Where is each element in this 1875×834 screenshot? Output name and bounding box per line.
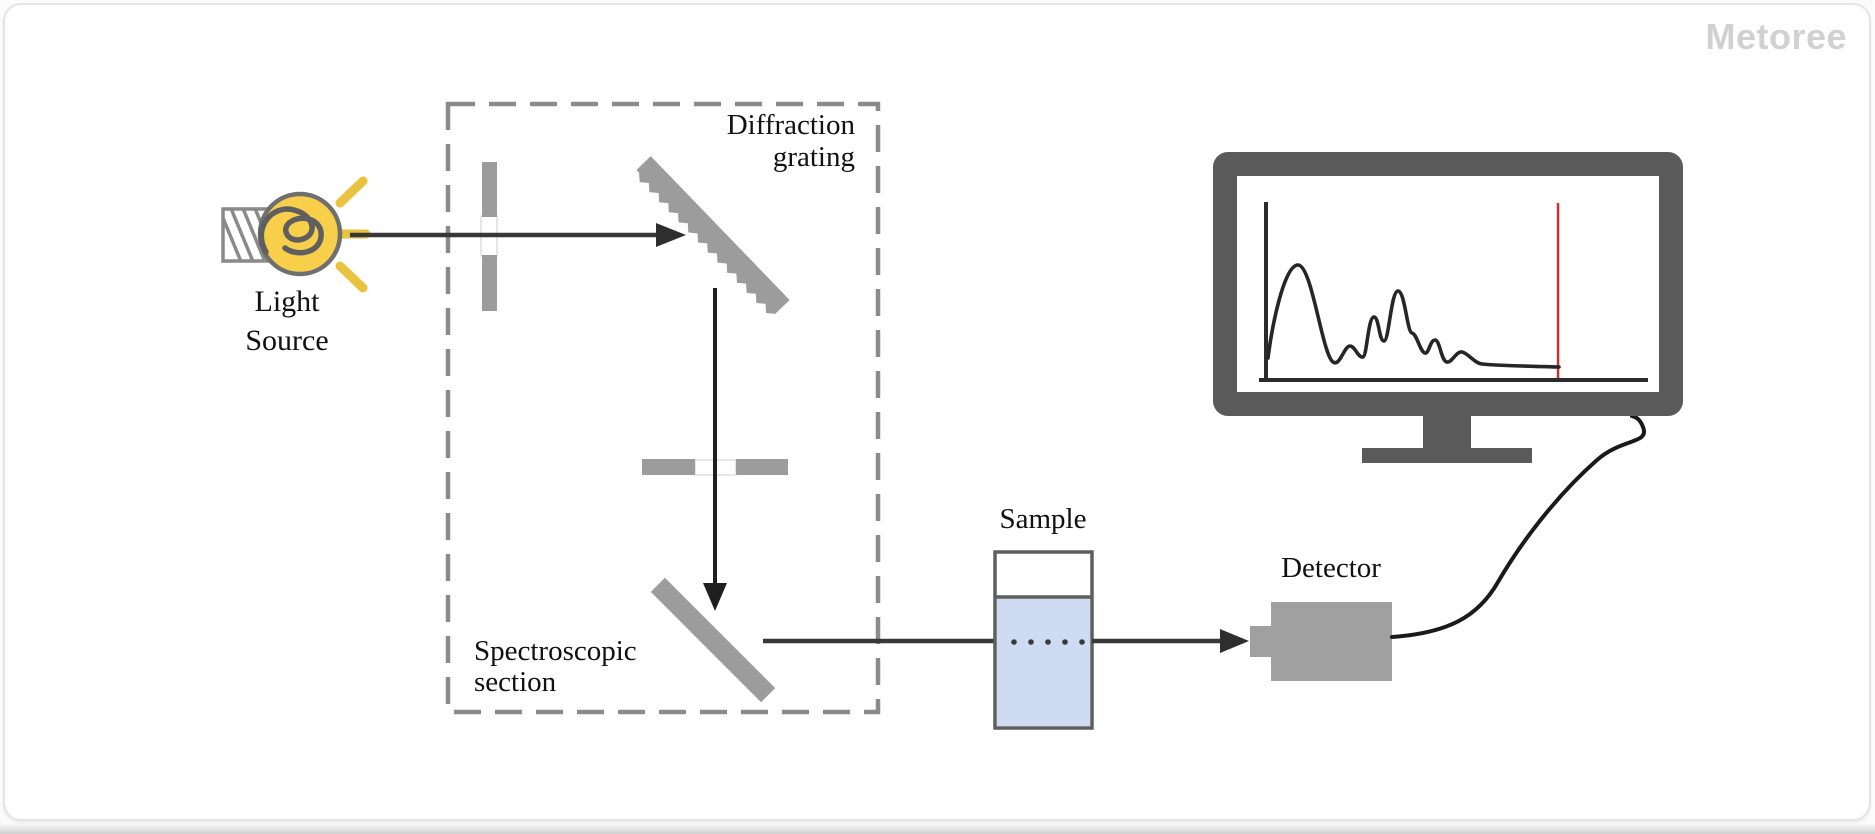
light-bulb-icon: [221, 176, 371, 293]
detector-icon: [1250, 602, 1392, 681]
sample-label: Sample: [999, 503, 1087, 535]
diffraction-grating-label-line1: Diffraction: [726, 109, 855, 141]
diffraction-grating-label-line2: grating: [772, 141, 855, 173]
beam-arrow-source-to-grating: [350, 223, 686, 247]
beam-arrow-grating-to-mirror: [703, 288, 727, 611]
spectrum-trace-icon: [1259, 202, 1648, 382]
spectrum-axes: [1259, 202, 1648, 382]
diffraction-grating-label: Diffraction grating: [640, 109, 855, 173]
beam-dots-in-sample: [1011, 639, 1085, 645]
arrow-head-icon: [703, 583, 727, 611]
cuvette-icon: [993, 550, 1094, 730]
entrance-slit-top-bar: [482, 162, 497, 217]
beam-arrow-sample-to-detector: [1092, 629, 1249, 653]
light-source-label-line1: Light: [254, 285, 320, 318]
mirror-icon: [650, 577, 776, 703]
spectrum-curve: [1266, 263, 1561, 369]
bulb-globe: [257, 191, 343, 277]
spectroscopic-section-label-line2: section: [474, 666, 557, 698]
arrow-head-icon: [656, 223, 686, 247]
monitor-icon: [1213, 152, 1683, 463]
light-source-label: Light Source: [197, 282, 377, 360]
detector-body: [1271, 602, 1392, 681]
spectroscopic-section-box: [445, 101, 881, 715]
detector-label: Detector: [1281, 552, 1381, 584]
middle-slit-left-bar: [642, 459, 695, 475]
entrance-slit-bottom-bar: [482, 255, 497, 311]
monitor-screen: [1237, 176, 1659, 392]
arrow-head-icon: [1220, 629, 1249, 653]
middle-slit-icon: [642, 459, 788, 476]
page-bottom-edge: [0, 824, 1875, 834]
spectroscopic-section-label: Spectroscopic section: [474, 636, 774, 698]
monitor-neck: [1423, 416, 1471, 450]
metoree-logo: Metoree: [1705, 16, 1847, 57]
monitor-base: [1362, 448, 1532, 463]
middle-slit-right-bar: [736, 459, 788, 475]
diffraction-grating-icon: [636, 156, 790, 314]
spectroscopic-section-label-line1: Spectroscopic: [474, 635, 637, 667]
entrance-slit-icon: [480, 162, 498, 311]
cuvette-liquid: [997, 598, 1090, 726]
light-source-label-line2: Source: [245, 324, 329, 357]
cable-icon: [1390, 414, 1647, 639]
bulb-filament: [258, 206, 324, 256]
detector-aperture: [1250, 626, 1273, 657]
